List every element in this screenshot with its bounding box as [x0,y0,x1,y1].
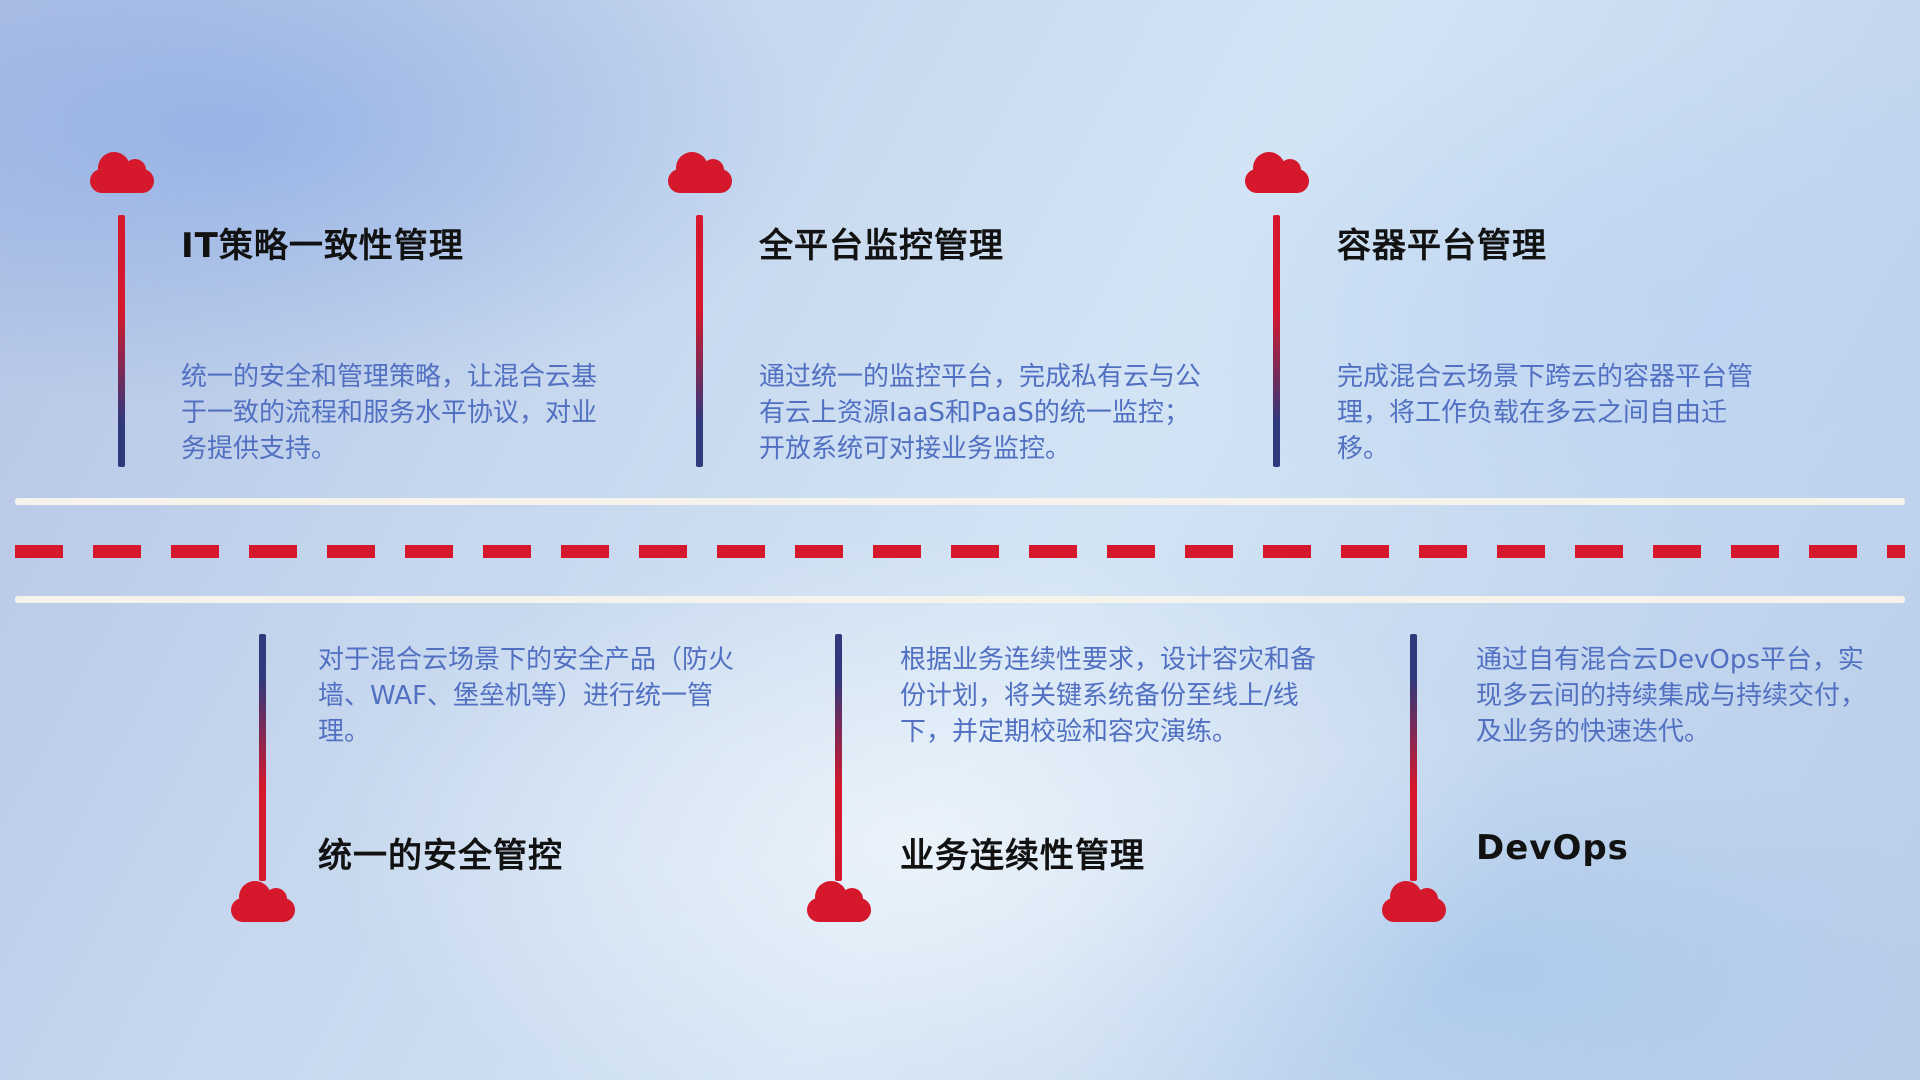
item-title-container-platform: 容器平台管理 [1337,226,1547,266]
item-title-devops: DevOps [1476,828,1629,868]
item-desc-business-continuity: 根据业务连续性要求，设计容灾和备份计划，将关键系统备份至线上/线下，并定期校验和… [900,645,1317,747]
connector-line [118,215,125,467]
item-desc-security-control: 对于混合云场景下的安全产品（防火墙、WAF、堡垒机等）进行统一管理。 [318,645,735,747]
cloud-icon [1245,152,1309,193]
item-title-business-continuity: 业务连续性管理 [900,836,1145,876]
item-desc-container-platform: 完成混合云场景下跨云的容器平台管理，将工作负载在多云之间自由迁移。 [1337,362,1754,464]
cloud-icon [807,881,871,922]
road-dashed-center-line [15,545,1905,558]
connector-line [835,634,842,881]
cloud-icon [90,152,154,193]
item-desc-monitoring: 通过统一的监控平台，完成私有云与公有云上资源IaaS和PaaS的统一监控；开放系… [759,362,1202,464]
connector-line [1410,634,1417,881]
cloud-icon [231,881,295,922]
item-title-it-policy: IT策略一致性管理 [181,226,464,266]
connector-line [259,634,266,881]
item-title-monitoring: 全平台监控管理 [759,226,1004,266]
road-top-line [15,498,1905,505]
cloud-icon [668,152,732,193]
connector-line [696,215,703,467]
item-desc-devops: 通过自有混合云DevOps平台，实现多云间的持续集成与持续交付，及业务的快速迭代… [1476,645,1867,747]
item-desc-it-policy: 统一的安全和管理策略，让混合云基于一致的流程和服务水平协议，对业务提供支持。 [181,362,598,464]
road-bottom-line [15,596,1905,603]
item-title-security-control: 统一的安全管控 [318,836,563,876]
connector-line [1273,215,1280,467]
cloud-icon [1382,881,1446,922]
